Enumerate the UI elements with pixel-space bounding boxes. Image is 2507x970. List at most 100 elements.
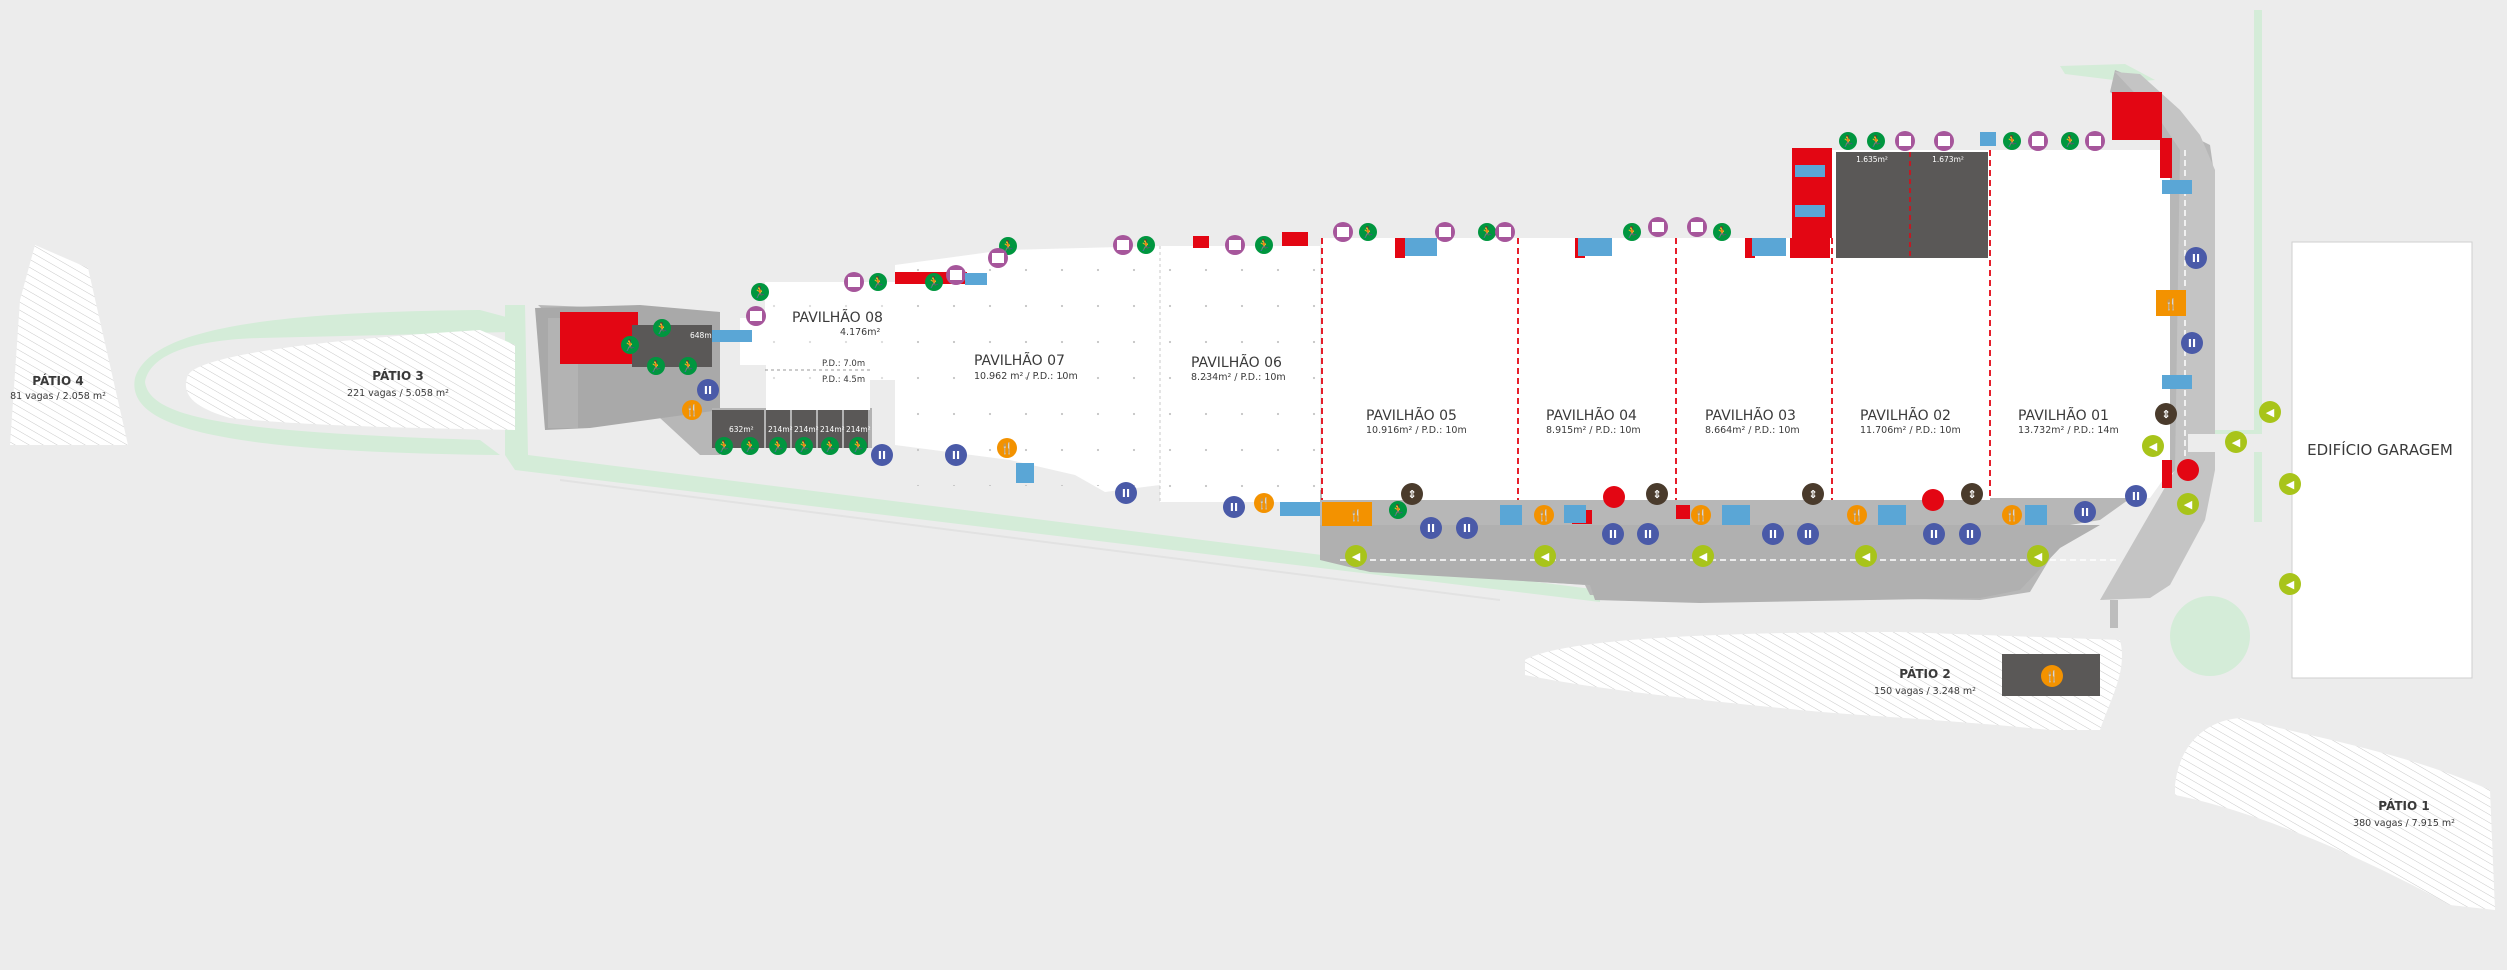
stairs-icon: II <box>1420 517 1442 539</box>
hall-01[interactable] <box>1990 150 2170 498</box>
toilet-icon <box>1980 132 1996 146</box>
hall-03-name: PAVILHÃO 03 <box>1705 407 1796 424</box>
elevator-icon <box>1687 217 1707 237</box>
hall-04-name: PAVILHÃO 04 <box>1546 407 1637 424</box>
svg-text:⇕: ⇕ <box>1967 488 1976 501</box>
room-area-214-a: 214m² <box>768 425 793 434</box>
toilet-icon <box>2025 505 2047 525</box>
svg-text:🏃: 🏃 <box>851 440 865 453</box>
hall-05[interactable] <box>1322 238 1518 500</box>
svg-text:🏃: 🏃 <box>1869 135 1883 148</box>
escalator-icon: ⇕ <box>1401 483 1423 505</box>
svg-text:🍴: 🍴 <box>1694 509 1708 522</box>
hall-dividers <box>1321 150 1991 500</box>
svg-text:🏃: 🏃 <box>1715 226 1729 239</box>
toilet-icons <box>712 132 2192 525</box>
svg-text:◀: ◀ <box>2184 498 2193 511</box>
emergency-exit-icon: 🏃 <box>1839 132 1857 150</box>
megaphone-icon: ◀ <box>2027 545 2049 567</box>
megaphone-icon: ◀ <box>1692 545 1714 567</box>
room-area-1635: 1.635m² <box>1856 155 1888 164</box>
hall-08[interactable] <box>740 282 895 410</box>
svg-text:🏃: 🏃 <box>743 440 757 453</box>
food-icon: 🍴 <box>1847 505 1867 525</box>
hall-01-name: PAVILHÃO 01 <box>2018 407 2109 424</box>
patio-1-area <box>2175 718 2495 910</box>
svg-text:II: II <box>1463 522 1471 535</box>
patio-4-name: PÁTIO 4 <box>32 373 83 388</box>
elevator-icon <box>1435 222 1455 242</box>
svg-text:🏃: 🏃 <box>1841 135 1855 148</box>
toilet-icon <box>1878 505 1906 525</box>
megaphone-icon: ◀ <box>2142 435 2164 457</box>
toilet-icon <box>1722 505 1750 525</box>
emergency-exit-icon: 🏃 <box>1867 132 1885 150</box>
stairs-icon: II <box>871 444 893 466</box>
emergency-exit-icon: 🏃 <box>1137 236 1155 254</box>
stairs-icon: II <box>1797 523 1819 545</box>
svg-text:🏃: 🏃 <box>649 360 663 373</box>
svg-text:🏃: 🏃 <box>717 440 731 453</box>
hall-07[interactable] <box>895 246 1160 492</box>
stairs-icon: II <box>2181 332 2203 354</box>
hall-06[interactable] <box>1159 246 1320 502</box>
elevator-icon <box>988 248 1008 268</box>
svg-text:🏃: 🏃 <box>1480 226 1494 239</box>
food-icon: 🍴 <box>1534 505 1554 525</box>
svg-text:🏃: 🏃 <box>623 339 637 352</box>
hall-06-name: PAVILHÃO 06 <box>1191 354 1282 371</box>
svg-text:II: II <box>2081 506 2089 519</box>
room-area-1673: 1.673m² <box>1932 155 1964 164</box>
emergency-exit-icon: 🏃 <box>821 437 839 455</box>
stairs-icon: II <box>945 444 967 466</box>
svg-text:🏃: 🏃 <box>2005 135 2019 148</box>
elevator-icons <box>746 131 2105 326</box>
svg-text:◀: ◀ <box>2232 436 2241 449</box>
svg-text:◀: ◀ <box>2034 550 2043 563</box>
svg-text:◀: ◀ <box>1541 550 1550 563</box>
hall-01-info: 13.732m² / P.D.: 14m <box>2018 425 2119 436</box>
svg-text:II: II <box>704 384 712 397</box>
restaurant-icon[interactable]: 🍴 <box>2041 665 2063 687</box>
food-icon: 🍴 <box>2156 290 2186 316</box>
elevator-icon <box>1648 217 1668 237</box>
room-area-214-b: 214m² <box>794 425 819 434</box>
svg-text:II: II <box>952 449 960 462</box>
west-block <box>535 305 872 448</box>
svg-text:🏃: 🏃 <box>1361 226 1375 239</box>
svg-text:◀: ◀ <box>1699 550 1708 563</box>
svg-text:II: II <box>1644 528 1652 541</box>
svg-text:II: II <box>2132 490 2140 503</box>
emergency-exit-icon: 🏃 <box>849 437 867 455</box>
svg-text:🏃: 🏃 <box>871 276 885 289</box>
emergency-exit-icon: 🏃 <box>2061 132 2079 150</box>
toilet-icon <box>1280 502 1320 516</box>
toilet-icon <box>1016 463 1034 483</box>
toilet-icon <box>1500 505 1522 525</box>
stairs-icon: II <box>1762 523 1784 545</box>
emergency-exit-icon: 🏃 <box>751 283 769 301</box>
megaphone-icons: ◀ ◀ ◀ ◀ ◀ ◀ ◀ ◀ ◀ ◀ ◀ <box>1345 401 2301 595</box>
svg-text:⇕: ⇕ <box>2161 408 2170 421</box>
fire-hose-icon <box>1603 486 1625 508</box>
toilet-icon <box>1752 238 1786 256</box>
elevator-icon <box>1225 235 1245 255</box>
megaphone-icon: ◀ <box>1345 545 1367 567</box>
svg-text:🍴: 🍴 <box>2045 670 2059 683</box>
room-area-214-d: 214m² <box>846 425 871 434</box>
hall-07-info: 10.962 m² / P.D.: 10m <box>974 371 1078 382</box>
hall-02[interactable] <box>1832 150 1990 500</box>
stairs-icon: II <box>1115 482 1137 504</box>
svg-text:🏃: 🏃 <box>753 286 767 299</box>
stairs-icon: II <box>1959 523 1981 545</box>
stairs-icons: II II II II II II II II II II II II II I… <box>697 247 2207 545</box>
svg-text:🍴: 🍴 <box>2005 509 2019 522</box>
hall-02-name: PAVILHÃO 02 <box>1860 407 1951 424</box>
toilet-icon <box>1564 505 1586 523</box>
hall-04[interactable] <box>1518 238 1676 500</box>
food-icon: 🍴 <box>1346 505 1366 525</box>
elevator-icon <box>2028 131 2048 151</box>
patio-1-name: PÁTIO 1 <box>2378 798 2429 813</box>
megaphone-icon: ◀ <box>1534 545 1556 567</box>
hall-03[interactable] <box>1676 238 1832 500</box>
